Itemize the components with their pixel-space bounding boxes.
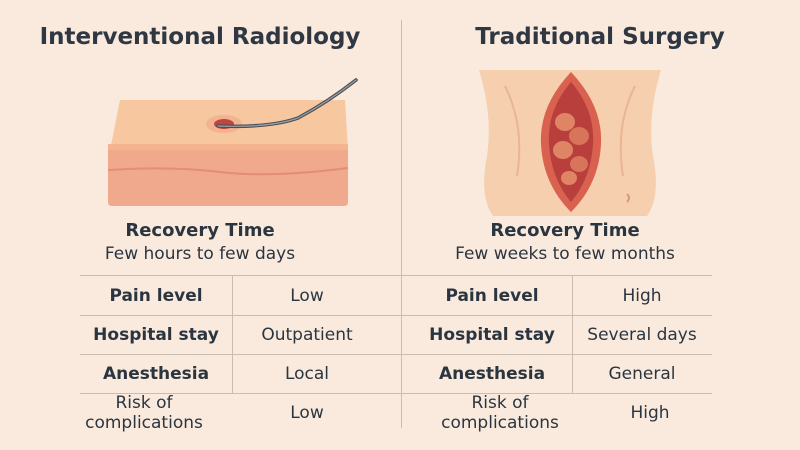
row-value: Several days <box>587 324 697 345</box>
recovery-time-value: Few weeks to few months <box>455 244 675 264</box>
panel-title: Interventional Radiology <box>39 24 361 50</box>
row-label: Hospital stay <box>93 324 219 345</box>
cell-divider <box>232 315 233 354</box>
row-value: Local <box>284 363 330 384</box>
row-rule <box>80 393 712 394</box>
center-divider <box>401 20 402 428</box>
row-label: Risk of complications <box>85 392 203 433</box>
row-value: Outpatient <box>261 324 353 345</box>
cell-divider <box>572 354 573 393</box>
table-row: Hospital stay Outpatient <box>80 315 400 354</box>
row-label: Anesthesia <box>102 363 210 384</box>
open-abdomen-illustration <box>479 70 661 216</box>
table-row: Hospital stay Several days <box>412 315 712 354</box>
recovery-time-value: Few hours to few days <box>104 244 296 264</box>
recovery-time-heading: Recovery Time <box>490 220 640 241</box>
row-value: High <box>622 285 662 306</box>
row-value: Low <box>290 285 324 306</box>
traditional-surgery-panel: Traditional Surgery <box>400 0 800 272</box>
interventional-radiology-panel: Interventional Radiology <box>0 0 400 272</box>
row-rule <box>80 354 712 355</box>
cell-divider <box>572 276 573 315</box>
table-row: Pain level High <box>412 276 712 315</box>
table-top-rule <box>80 275 712 276</box>
row-rule <box>80 315 712 316</box>
surgery-comparison-table: Pain level High Hospital stay Several da… <box>412 276 712 433</box>
skin-catheter-illustration <box>107 78 358 206</box>
row-value: Low <box>290 402 324 423</box>
recovery-time-heading: Recovery Time <box>125 220 275 241</box>
table-row: Pain level Low <box>80 276 400 315</box>
cell-divider <box>232 276 233 315</box>
ir-comparison-table: Pain level Low Hospital stay Outpatient … <box>80 276 400 433</box>
cell-divider <box>232 354 233 393</box>
row-label: Anesthesia <box>438 363 546 384</box>
row-label: Hospital stay <box>429 324 555 345</box>
row-label: Risk of complications <box>441 392 559 433</box>
row-label: Pain level <box>109 285 203 306</box>
row-label: Pain level <box>445 285 539 306</box>
panel-title: Traditional Surgery <box>475 24 725 50</box>
table-row: Risk of complications Low <box>80 393 400 433</box>
row-value: High <box>630 402 670 423</box>
table-row: Anesthesia Local <box>80 354 400 393</box>
cell-divider <box>572 315 573 354</box>
table-row: Anesthesia General <box>412 354 712 393</box>
row-value: General <box>608 363 676 384</box>
table-row: Risk of complications High <box>412 392 712 433</box>
